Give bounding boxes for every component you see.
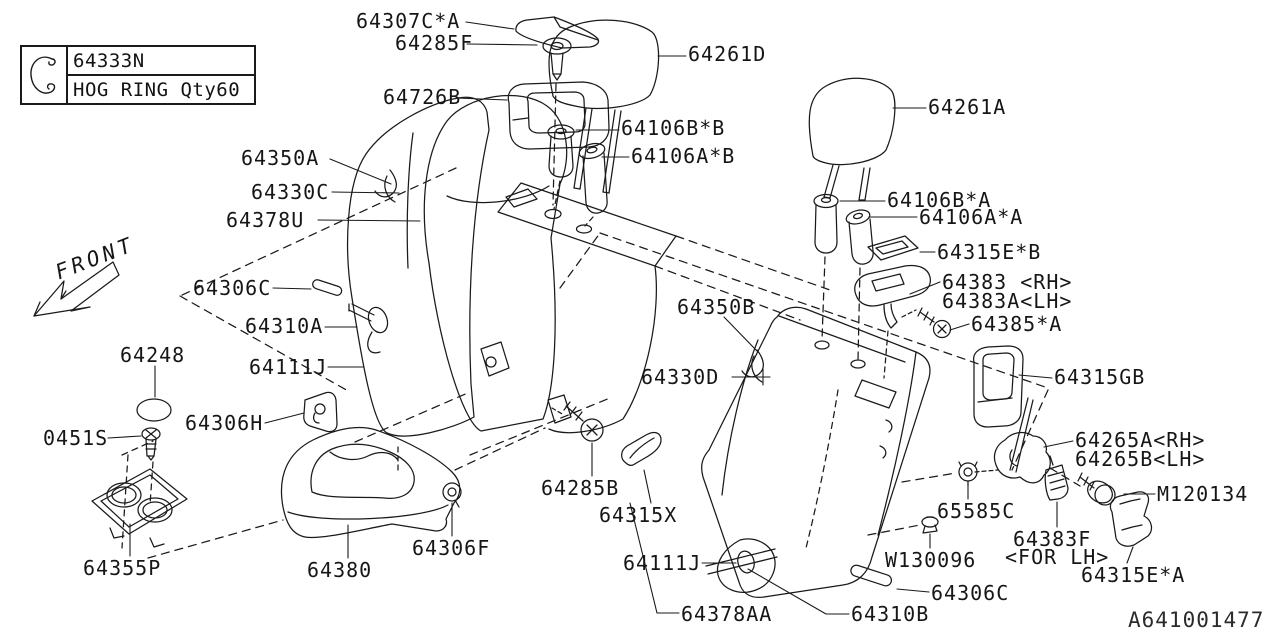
part-label-64315e-a: 64315E*A [1081,563,1186,587]
part-label-64306f: 64306F [412,536,491,560]
part-label-0451s: 0451S [43,426,109,450]
bracket-64383f-drawing [1044,455,1069,501]
part-label-m120134: M120134 [1157,482,1249,506]
part-label-64310b: 64310B [851,602,930,626]
cup-holder-64355p-drawing [91,468,188,548]
part-label-64106b-b: 64106B*B [621,116,726,140]
seat-back-right-drawing [701,306,931,599]
pin-64306c-left-drawing [312,279,343,296]
part-label-64307c-a: 64307C*A [356,9,461,33]
front-arrow-icon [33,261,120,317]
hog-ring-icon [22,47,68,103]
part-label-64380: 64380 [307,558,373,582]
guide-64310a-drawing [348,303,389,354]
part-label-64111j-right: 64111J [623,551,702,575]
pin-64306c-right-drawing [850,564,893,587]
part-label-64310a: 64310A [245,314,324,338]
seat-back-left-drawing [347,94,677,437]
cover-64315e-a-drawing [1109,491,1153,547]
part-label-64265b-lh: 64265B<LH> [1075,447,1206,471]
reference-dashed-lines [147,167,1081,559]
grommet-64306f-drawing [442,482,462,508]
screw-64285b-drawing [551,401,604,442]
recliner-64265-drawing [974,397,1051,484]
part-label-64330d: 64330D [641,365,720,389]
part-label-64383-rh: 64383 <RH> [942,270,1073,294]
legend-description: HOG RING Qty60 [73,78,241,101]
bolt-64106a-b-drawing [578,142,608,227]
drawing-number: A641001477 [1128,608,1265,632]
cover-64315gb-drawing [972,345,1024,428]
part-label-64306h: 64306H [185,411,264,435]
part-label-64350a: 64350A [241,146,320,170]
part-label-64106b-a: 64106B*A [887,188,992,212]
bolt-64106b-b-drawing [547,124,575,210]
part-label-64315e-b: 64315E*B [937,240,1042,264]
clip-64307c-drawing [515,16,600,49]
part-label-64315x: 64315X [599,503,678,527]
legend-rows: 64333N HOG RING Qty60 [68,47,254,103]
part-label-64285b: 64285B [541,476,620,500]
part-label-64330c: 64330C [251,180,330,204]
pad-64248-drawing [136,398,172,422]
cover-64315x-drawing [621,431,662,467]
part-label-64383f: 64383F [1013,527,1092,551]
part-label-64106a-b: 64106A*B [631,144,736,168]
part-label-64111j-left: 64111J [249,355,328,379]
part-label-65585c: 65585C [937,499,1016,523]
nut-65585c-drawing [958,461,978,486]
guide-64726b-drawing [507,81,610,150]
screw-64385-a-drawing [901,307,952,339]
part-label-64265a-rh: 64265A<RH> [1075,428,1206,452]
bolt-64106a-a-drawing [845,209,874,361]
screw-64285f-drawing [542,37,572,206]
clip-64306h-drawing [303,391,338,433]
part-label-64378u: 64378U [226,208,305,232]
part-label-64385-a: 64385*A [971,312,1063,336]
bracket-64383-drawing [854,264,931,379]
clip-w130096-drawing [921,516,939,534]
part-label-64261a: 64261A [928,95,1007,119]
part-label-64261d: 64261D [688,42,767,66]
part-label-64315gb: 64315GB [1054,365,1146,389]
part-label-64106a-a: 64106A*A [919,205,1024,229]
part-label-64383a-lh: 64383A<LH> [942,289,1073,313]
part-label-64350b: 64350B [677,295,756,319]
screw-0451s-drawing [121,427,161,549]
part-label-64248: 64248 [120,343,186,367]
part-label-64383f-for-lh: <FOR LH> [1005,545,1110,569]
part-label-64306c-left: 64306C [193,276,272,300]
bolt-m120134-drawing [1077,472,1116,506]
plate-64315e-b-drawing [867,235,919,261]
part-label-64285f: 64285F [395,31,474,55]
part-label-64306c-right: 64306C [931,581,1010,605]
legend-box: 64333N HOG RING Qty60 [20,45,256,105]
part-label-64378aa: 64378AA [681,602,773,626]
headrest-right-drawing [808,77,896,201]
headrest-left-drawing [548,19,660,194]
legend-part-number: 64333N [68,47,254,76]
armrest-64380-drawing [280,426,461,539]
part-label-w130096: W130096 [885,548,977,572]
leader-lines [107,21,1156,615]
part-label-64355p: 64355P [83,556,162,580]
bolt-64106b-a-drawing [813,193,839,341]
part-label-64726b: 64726B [383,85,462,109]
